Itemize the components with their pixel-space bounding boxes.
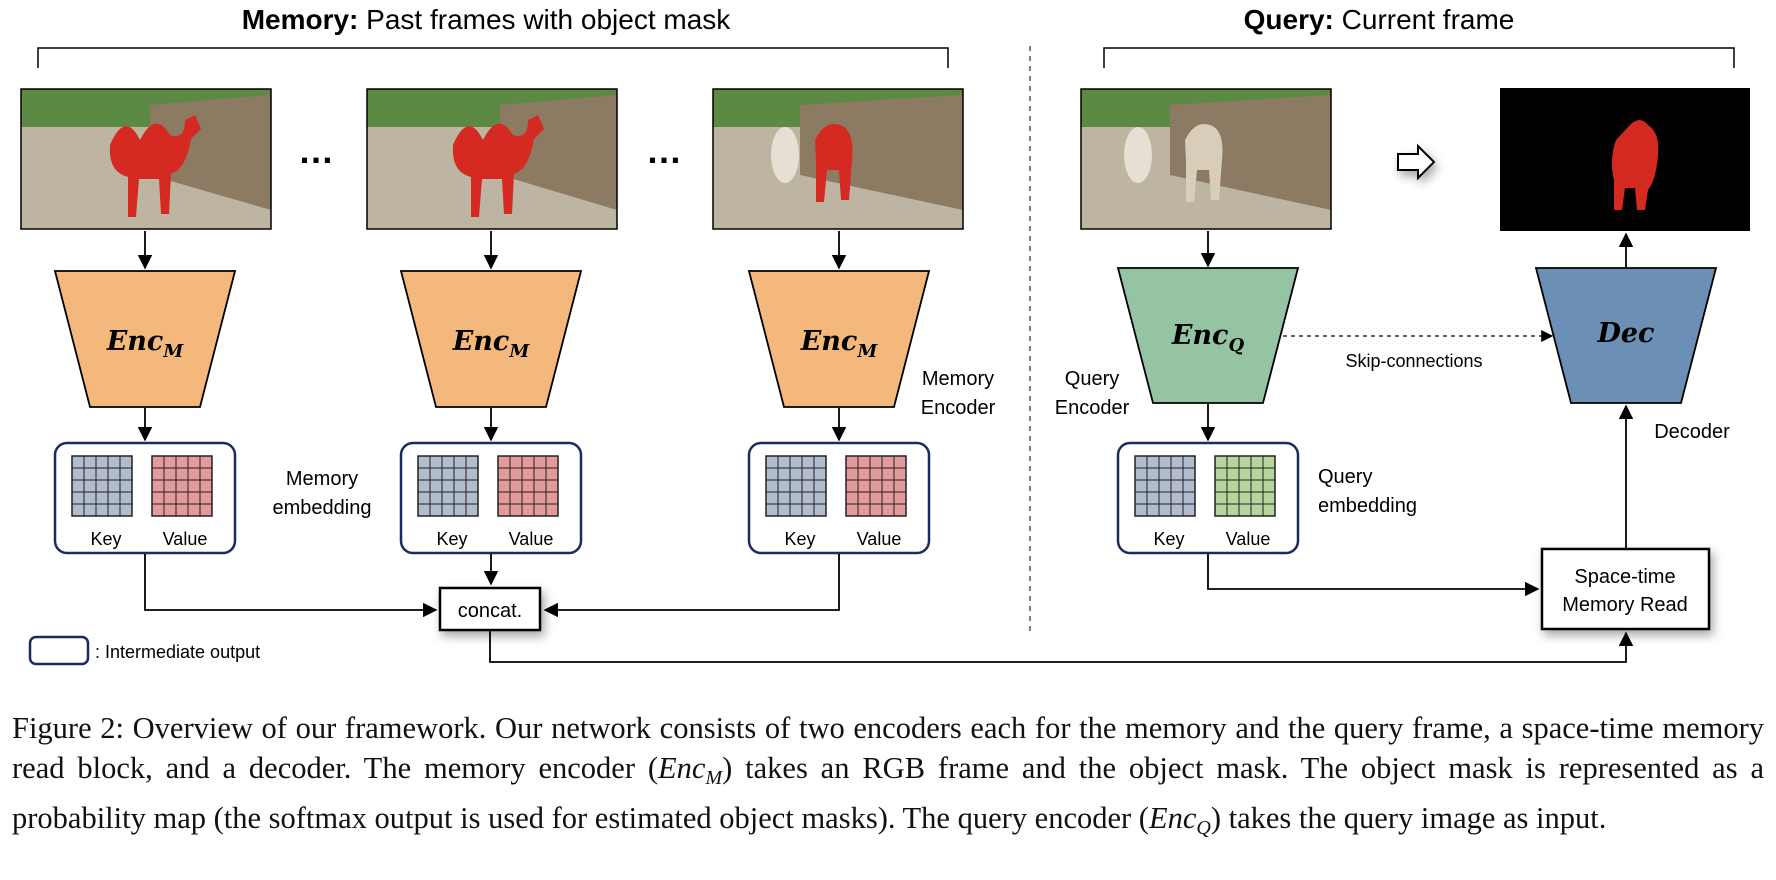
value-grid: [845, 455, 907, 517]
framework-diagram: Memory: Past frames with object mask Que…: [20, 4, 1750, 666]
key-grid: [765, 455, 827, 517]
query-header: Query: Current frame: [1244, 4, 1515, 35]
value-grid: [1214, 455, 1276, 517]
svg-text:Value: Value: [509, 529, 554, 549]
svg-text:Value: Value: [1226, 529, 1271, 549]
memory-frame-1: [20, 88, 272, 230]
svg-text:Memory Read: Memory Read: [1562, 594, 1688, 616]
decoder: Dec: [1534, 267, 1718, 404]
ellipsis-2: …: [646, 130, 682, 171]
key-grid: [1134, 455, 1196, 517]
legend: : Intermediate output: [28, 635, 260, 666]
memory-embedding-2: Key Value: [399, 441, 583, 555]
svg-text:Key: Key: [436, 529, 467, 549]
svg-text:EncM: EncM: [800, 326, 879, 362]
svg-text:EncM: EncM: [106, 326, 185, 362]
svg-text:Space-time: Space-time: [1574, 566, 1675, 588]
svg-text:Dec: Dec: [1596, 318, 1654, 349]
value-grid: [151, 455, 213, 517]
svg-text:Value: Value: [163, 529, 208, 549]
object-mask: [815, 124, 853, 202]
memory-encoder-2: EncM: [399, 270, 583, 408]
key-grid: [71, 455, 133, 517]
skip-connections-label: Skip-connections: [1345, 351, 1482, 371]
svg-text:Key: Key: [784, 529, 815, 549]
svg-text:: Intermediate output: : Intermediate output: [95, 642, 260, 662]
memory-frame-3: [712, 88, 964, 230]
memory-header: Memory: Past frames with object mask: [242, 4, 732, 35]
svg-text:Key: Key: [1153, 529, 1184, 549]
memory-embedding-3: Key Value: [747, 441, 931, 555]
hollow-arrow-icon: [1397, 143, 1436, 181]
svg-text:Value: Value: [857, 529, 902, 549]
intermediate-output-swatch: [28, 635, 90, 666]
figure-caption: Figure 2: Overview of our framework. Our…: [12, 711, 1764, 839]
memory-frame-2: [366, 88, 618, 230]
output-mask: [1500, 88, 1750, 231]
object-mask: [452, 115, 544, 217]
memory-encoder-1: EncM: [53, 270, 237, 408]
query-embedding: Key Value: [1116, 441, 1300, 555]
ellipsis-1: …: [298, 130, 334, 171]
decoder-label: Decoder: [1654, 421, 1730, 443]
concat-box: concat.: [438, 586, 542, 632]
space-time-memory-read: Space-time Memory Read: [1540, 547, 1711, 631]
svg-text:Key: Key: [90, 529, 121, 549]
query-encoder: EncQ: [1116, 267, 1300, 404]
object-mask: [109, 115, 201, 217]
memory-bracket: [37, 47, 949, 68]
svg-text:EncQ: EncQ: [1171, 320, 1245, 356]
memory-embedding-1: Key Value: [53, 441, 237, 555]
svg-text:concat.: concat.: [458, 600, 522, 622]
query-bracket: [1103, 47, 1735, 68]
svg-text:EncM: EncM: [452, 326, 531, 362]
memory-encoder-3: EncM: [747, 270, 931, 408]
value-grid: [497, 455, 559, 517]
key-grid: [417, 455, 479, 517]
query-frame: [1080, 88, 1332, 230]
